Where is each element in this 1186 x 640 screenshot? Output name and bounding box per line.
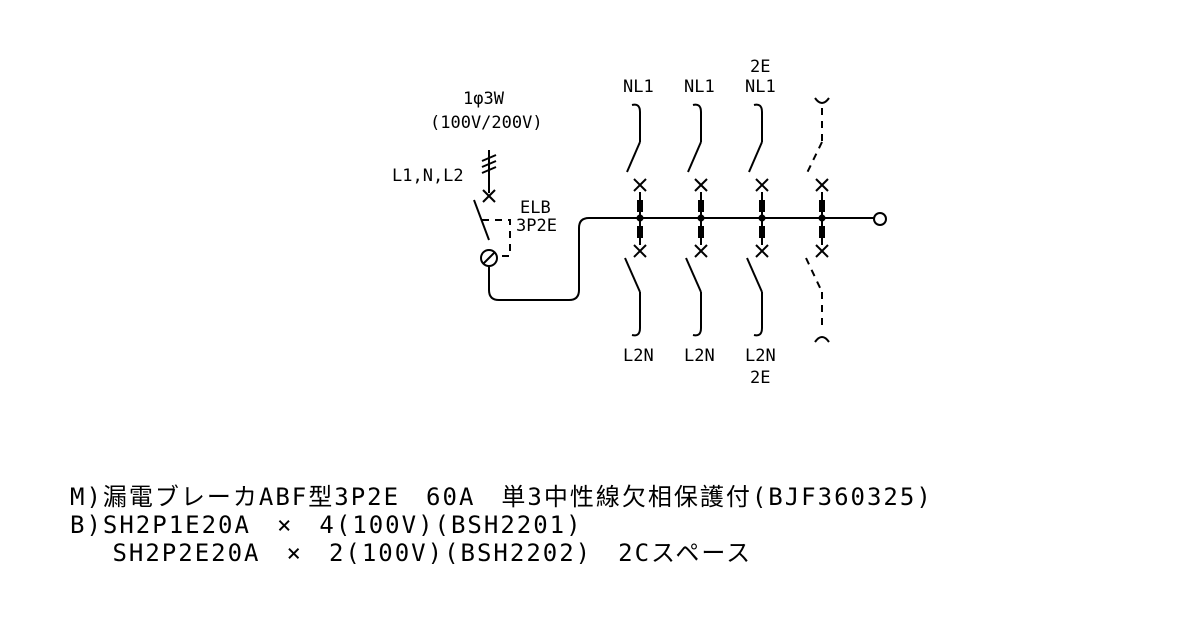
branch-3-top-label: NL1 [745, 77, 776, 97]
source-phase-label: 1φ3W [463, 89, 505, 109]
branch-3: 2E NL1 L2N 2E [745, 57, 776, 388]
source-terminals-label: L1,N,L2 [392, 166, 464, 186]
spec-line-branch-2: SH2P2E20A × 2(100V)(BSH2202) 2Cスペース [70, 539, 753, 567]
main-breaker-contact [473, 199, 490, 241]
spec-line-main-breaker: M)漏電ブレーカABF型3P2E 60A 単3中性線欠相保護付(BJF36032… [70, 483, 933, 511]
branch-1: NL1 L2N [623, 77, 654, 366]
incoming-x-mark [482, 189, 496, 203]
main-breaker-code-label: ELB [520, 198, 551, 218]
branch-4-spare [805, 97, 830, 343]
main-breaker-poles-label: 3P2E [516, 216, 557, 236]
source-voltage-label: (100V/200V) [430, 113, 543, 133]
branch-2-bottom-label: L2N [684, 346, 715, 366]
branch-3-top-extra-label: 2E [750, 57, 770, 77]
branch-3-bottom-label: L2N [745, 346, 776, 366]
spec-line-branch-1: B)SH2P1E20A × 4(100V)(BSH2201) [70, 511, 583, 539]
feeder-line [488, 217, 640, 301]
main-breaker-trip-link [482, 219, 511, 257]
branch-2: NL1 L2N [684, 77, 715, 366]
branch-2-top-label: NL1 [684, 77, 715, 97]
branch-1-bottom-label: L2N [623, 346, 654, 366]
incoming-line [481, 150, 497, 193]
branch-3-bottom-extra-label: 2E [750, 368, 770, 388]
bus-end-terminal [873, 212, 887, 226]
branch-1-top-label: NL1 [623, 77, 654, 97]
